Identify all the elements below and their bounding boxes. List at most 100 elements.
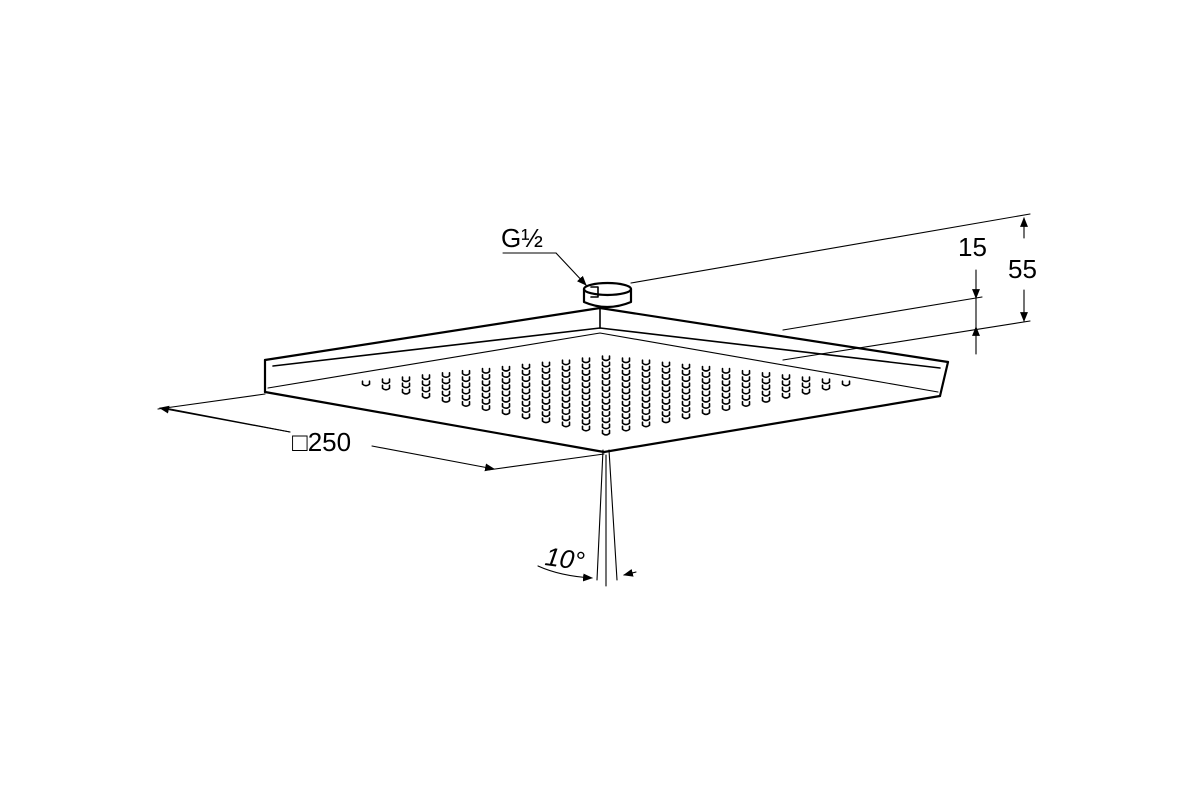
- nozzle: [561, 409, 571, 416]
- nozzle: [621, 382, 631, 389]
- nozzle: [461, 382, 471, 389]
- nozzle: [581, 357, 591, 364]
- nozzle: [621, 400, 631, 407]
- nozzle: [761, 390, 771, 397]
- nozzle: [521, 382, 531, 389]
- nozzle: [621, 406, 631, 413]
- nozzle: [441, 384, 451, 391]
- nozzle: [761, 384, 771, 391]
- nozzle: [501, 384, 511, 391]
- nozzle: [681, 363, 691, 370]
- nozzle: [541, 404, 551, 411]
- nozzle: [621, 369, 631, 376]
- nozzle: [541, 411, 551, 418]
- nozzle: [461, 388, 471, 395]
- nozzle: [661, 386, 671, 393]
- nozzle: [401, 388, 411, 395]
- nozzle: [421, 392, 431, 399]
- nozzle: [501, 396, 511, 403]
- nozzle: [481, 398, 491, 405]
- nozzle: [561, 421, 571, 428]
- nozzle: [541, 361, 551, 368]
- nozzle: [501, 402, 511, 409]
- nozzle: [681, 382, 691, 389]
- nozzle: [561, 402, 571, 409]
- nozzle: [481, 405, 491, 412]
- nozzle: [721, 367, 731, 374]
- nozzle: [561, 365, 571, 372]
- nozzle: [561, 390, 571, 397]
- nozzle: [661, 411, 671, 418]
- nozzle: [641, 359, 651, 366]
- nozzle: [441, 378, 451, 385]
- nozzle: [701, 378, 711, 385]
- nozzle: [521, 413, 531, 420]
- nozzle: [641, 384, 651, 391]
- nozzle: [421, 374, 431, 381]
- nozzle: [581, 419, 591, 426]
- nozzle: [561, 384, 571, 391]
- nozzle: [461, 376, 471, 383]
- nozzle: [721, 392, 731, 399]
- nozzle: [421, 386, 431, 393]
- nozzle: [581, 400, 591, 407]
- nozzle: [681, 400, 691, 407]
- nozzle: [781, 380, 791, 387]
- nozzle: [661, 380, 671, 387]
- nozzle: [701, 371, 711, 378]
- nozzle: [841, 380, 851, 387]
- nozzle: [481, 392, 491, 399]
- nozzle: [441, 390, 451, 397]
- spray-angle-label: 10°: [543, 541, 586, 576]
- height-15-label: 15: [958, 232, 987, 262]
- nozzle: [681, 376, 691, 383]
- nozzle: [641, 402, 651, 409]
- square-size-label: □250: [292, 427, 351, 457]
- nozzle: [641, 396, 651, 403]
- nozzle: [721, 386, 731, 393]
- thread-size-label: G½: [501, 223, 543, 253]
- nozzle: [781, 392, 791, 399]
- nozzle: [641, 378, 651, 385]
- nozzle: [661, 404, 671, 411]
- nozzle: [541, 367, 551, 374]
- nozzle: [821, 384, 831, 391]
- nozzle: [601, 361, 611, 368]
- nozzle: [621, 413, 631, 420]
- nozzle: [381, 384, 391, 391]
- nozzle: [581, 375, 591, 382]
- nozzle: [641, 415, 651, 422]
- nozzle: [641, 390, 651, 397]
- nozzle: [481, 374, 491, 381]
- nozzle: [581, 363, 591, 370]
- nozzle: [601, 411, 611, 418]
- nozzle: [461, 369, 471, 376]
- nozzle: [541, 398, 551, 405]
- nozzle: [441, 396, 451, 403]
- nozzle: [521, 388, 531, 395]
- nozzle: [521, 363, 531, 370]
- nozzle: [621, 357, 631, 364]
- nozzle: [741, 400, 751, 407]
- nozzle: [781, 386, 791, 393]
- nozzle: [401, 376, 411, 383]
- nozzle: [601, 398, 611, 405]
- nozzle: [561, 371, 571, 378]
- nozzle: [601, 380, 611, 387]
- nozzle: [501, 390, 511, 397]
- nozzle: [521, 376, 531, 383]
- nozzle: [481, 380, 491, 387]
- nozzle: [541, 373, 551, 380]
- nozzle: [381, 378, 391, 385]
- nozzle: [701, 390, 711, 397]
- nozzle: [541, 380, 551, 387]
- nozzle: [581, 388, 591, 395]
- nozzle: [681, 407, 691, 414]
- nozzle: [661, 367, 671, 374]
- nozzle: [541, 386, 551, 393]
- nozzle: [521, 407, 531, 414]
- nozzle: [761, 372, 771, 379]
- nozzle: [701, 409, 711, 416]
- nozzle: [441, 372, 451, 379]
